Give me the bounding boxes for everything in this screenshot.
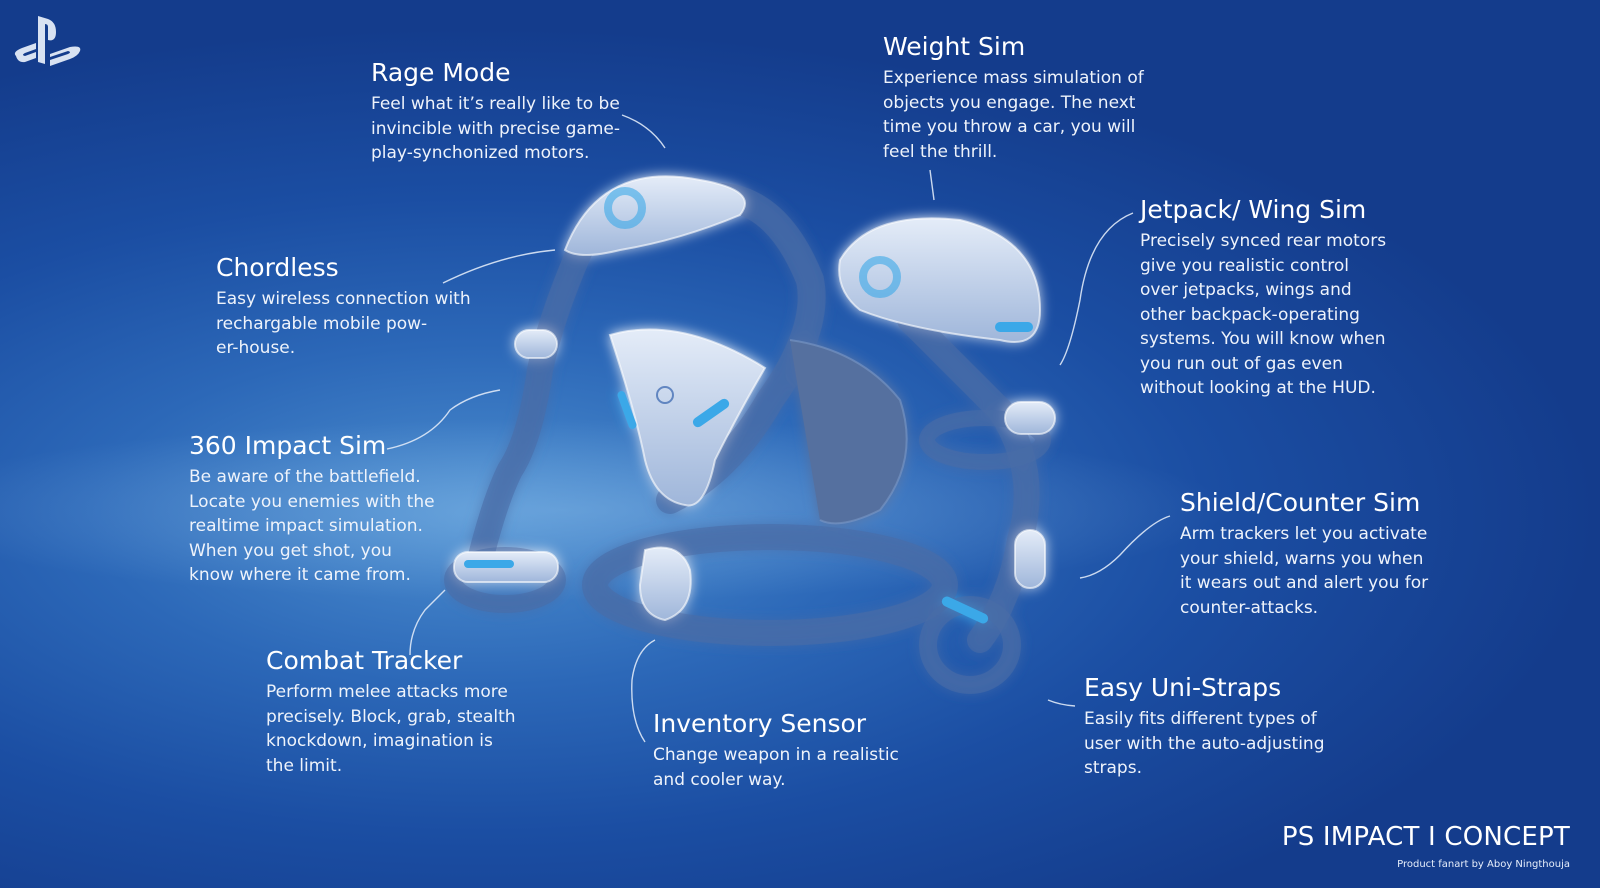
- feature-line: without looking at the HUD.: [1140, 378, 1376, 398]
- feature-line: realtime impact simulation.: [189, 516, 423, 536]
- feature-line: objects you engage. The next: [883, 92, 1136, 113]
- feature-line: Experience mass simulation of: [883, 68, 1144, 88]
- feature-line: straps.: [1084, 758, 1142, 778]
- feature-shield-counter-sim: Shield/Counter Sim Arm trackers let you …: [1180, 488, 1460, 620]
- feature-line: you run out of gas even: [1140, 353, 1343, 374]
- feature-line: precisely. Block, grab, stealth: [266, 706, 516, 727]
- vest-device-illustration: [444, 175, 1056, 694]
- feature-line: Feel what it’s really like to be: [371, 94, 620, 114]
- feature-title: Jetpack/ Wing Sim: [1140, 195, 1367, 224]
- feature-line: the limit.: [266, 755, 343, 776]
- feature-line: systems. You will know when: [1140, 329, 1386, 349]
- feature-line: knockdown, imagination is: [266, 731, 493, 751]
- feature-title: Rage Mode: [371, 58, 511, 87]
- feature-inventory-sensor: Inventory Sensor Change weapon in a real…: [653, 709, 923, 792]
- feature-line: play-synchonized motors.: [371, 143, 590, 163]
- feature-line: invincible with precise game-: [371, 118, 620, 139]
- feature-line: Be aware of the battlefield.: [189, 467, 421, 487]
- feature-chordless: Chordless Easy wireless connection with …: [216, 253, 486, 361]
- feature-rage-mode: Rage Mode Feel what it’s really like to …: [371, 58, 641, 166]
- concept-title: PS IMPACT I CONCEPT: [1281, 822, 1570, 852]
- feature-line: Precisely synced rear motors: [1140, 231, 1387, 251]
- feature-line: and cooler way.: [653, 769, 786, 790]
- feature-line: Change weapon in a realistic: [653, 745, 899, 765]
- feature-weight-sim: Weight Sim Experience mass simulation of…: [883, 32, 1163, 164]
- feature-line: give you realistic control: [1140, 255, 1349, 276]
- feature-line: your shield, warns you when: [1180, 548, 1424, 569]
- background-glow: [0, 380, 1600, 640]
- feature-title: Combat Tracker: [266, 646, 463, 675]
- feature-line: er-house.: [216, 338, 296, 358]
- feature-title: Chordless: [216, 253, 339, 282]
- feature-line: Perform melee attacks more: [266, 682, 508, 702]
- feature-jetpack-wing-sim: Jetpack/ Wing Sim Precisely synced rear …: [1140, 195, 1430, 401]
- feature-line: know where it came from.: [189, 565, 411, 585]
- feature-line: counter-attacks.: [1180, 597, 1319, 618]
- feature-line: Locate you enemies with the: [189, 491, 435, 512]
- feature-line: over jetpacks, wings and: [1140, 280, 1352, 300]
- feature-line: Easily fits different types of: [1084, 709, 1317, 729]
- feature-line: Easy wireless connection with: [216, 289, 471, 309]
- feature-line: When you get shot, you: [189, 540, 392, 561]
- feature-line: it wears out and alert you for: [1180, 573, 1429, 593]
- feature-line: other backpack-operating: [1140, 304, 1360, 325]
- feature-combat-tracker: Combat Tracker Perform melee attacks mor…: [266, 646, 536, 778]
- feature-line: time you throw a car, you will: [883, 117, 1136, 137]
- feature-line: rechargable mobile pow-: [216, 313, 428, 334]
- playstation-logo-icon: [14, 16, 81, 66]
- feature-line: Arm trackers let you activate: [1180, 524, 1428, 544]
- feature-title: Shield/Counter Sim: [1180, 488, 1421, 517]
- feature-title: 360 Impact Sim: [189, 431, 387, 460]
- feature-title: Easy Uni-Straps: [1084, 673, 1282, 702]
- feature-line: user with the auto-adjusting: [1084, 733, 1325, 754]
- feature-title: Weight Sim: [883, 32, 1026, 61]
- feature-title: Inventory Sensor: [653, 709, 867, 738]
- feature-360-impact-sim: 360 Impact Sim Be aware of the battlefie…: [189, 431, 459, 588]
- feature-line: feel the thrill.: [883, 141, 998, 162]
- credit-text: Product fanart by Aboy Ningthouja: [1397, 859, 1570, 870]
- feature-easy-uni-straps: Easy Uni-Straps Easily fits different ty…: [1084, 673, 1354, 781]
